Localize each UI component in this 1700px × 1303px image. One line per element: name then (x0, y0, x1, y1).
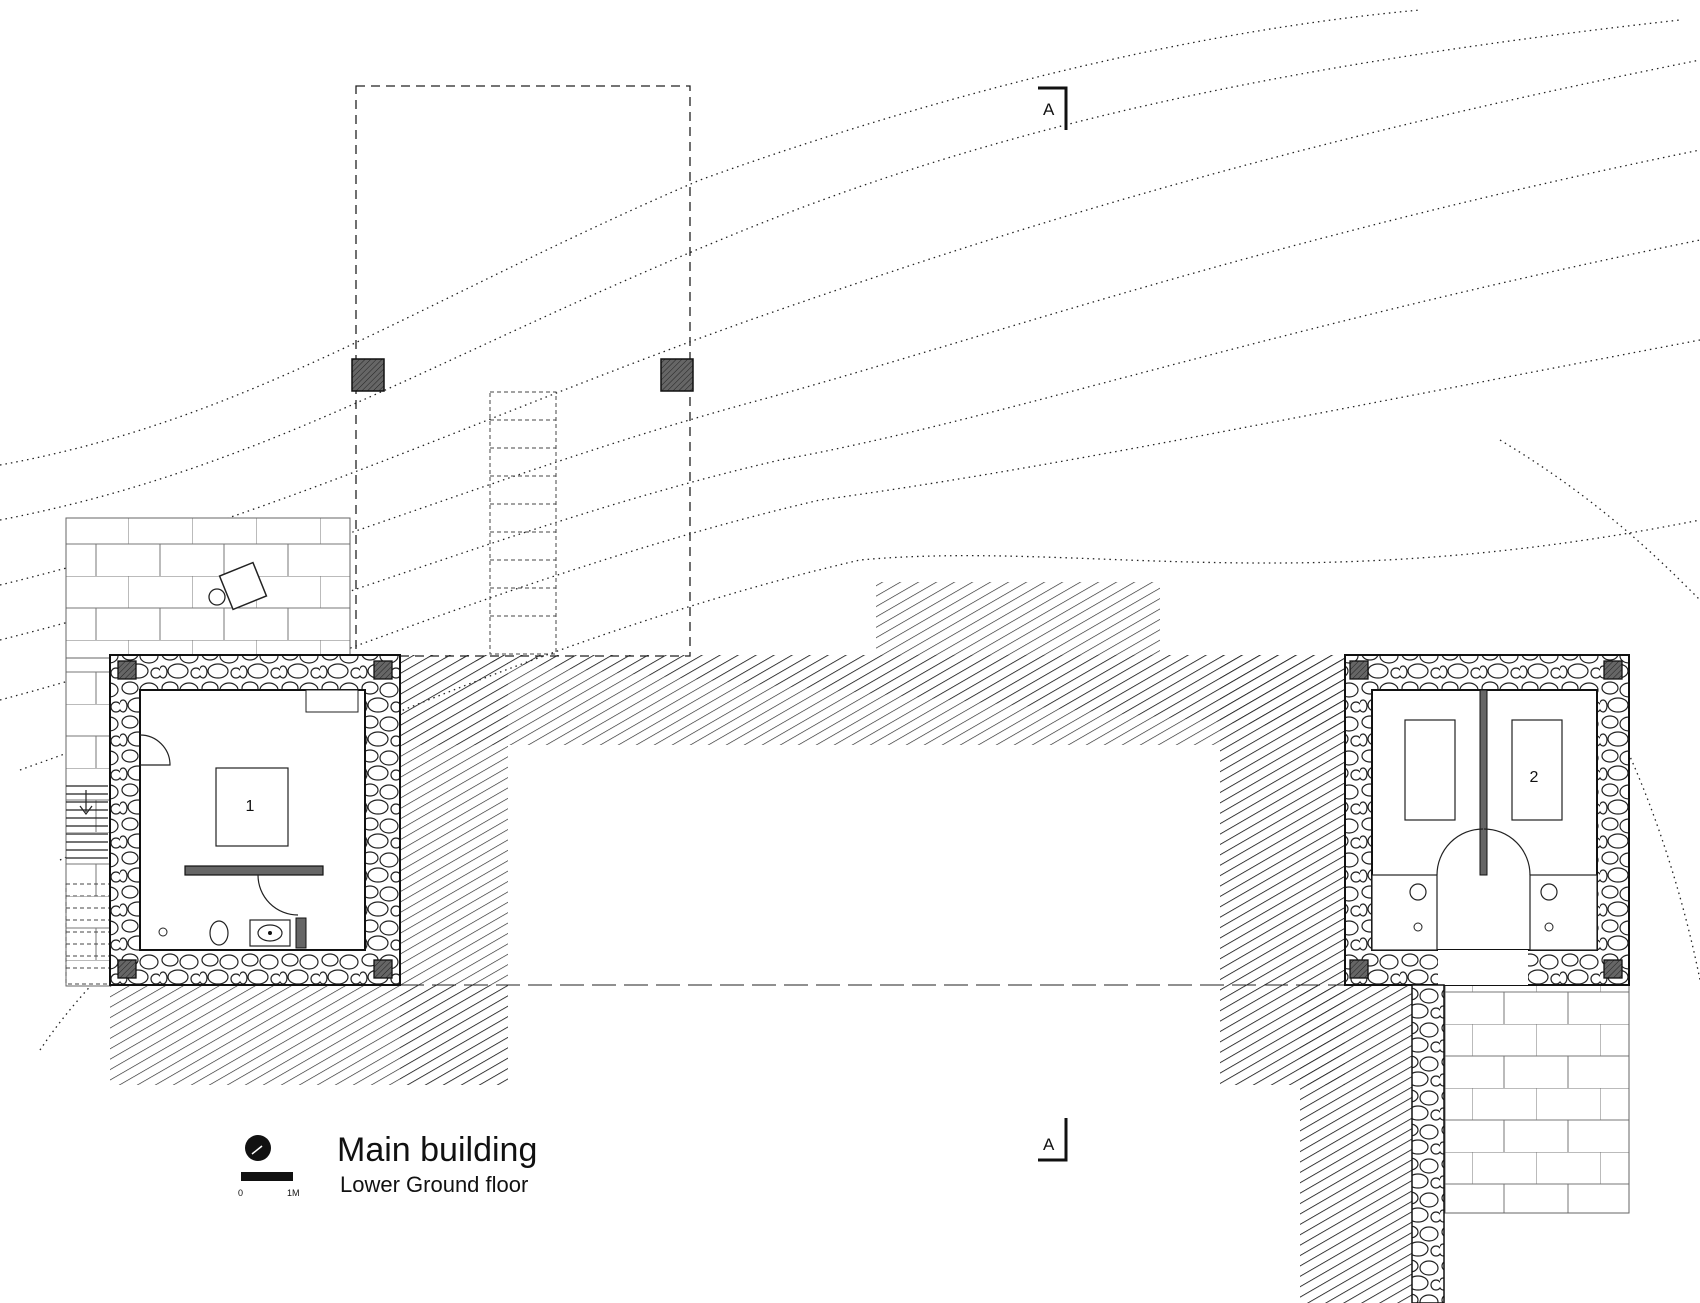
paved-terrace-east (1444, 984, 1630, 1214)
paved-terrace-west (65, 517, 351, 987)
scale-bar: 0 1M (238, 1172, 300, 1198)
section-marker-top: A (1038, 86, 1068, 130)
hatched-retaining-walls (110, 582, 1505, 1303)
section-marker-bottom-label: A (1043, 1135, 1055, 1154)
room-1-label: 1 (246, 798, 255, 815)
room-2-building (1344, 654, 1630, 1303)
room-1-building (109, 654, 401, 986)
courtyard-void (508, 745, 1220, 985)
scale-bar-start-label: 0 (238, 1188, 243, 1198)
section-marker-top-label: A (1043, 100, 1055, 119)
west-stairs (66, 785, 108, 859)
upper-canopy-outline (351, 85, 694, 657)
north-arrow-icon (245, 1135, 271, 1161)
room-2-label: 2 (1530, 769, 1539, 786)
scale-bar-end-label: 1M (287, 1188, 300, 1198)
drawing-title: Main building (337, 1131, 537, 1169)
section-marker-bottom: A (1038, 1118, 1068, 1162)
drawing-subtitle: Lower Ground floor (340, 1172, 528, 1197)
